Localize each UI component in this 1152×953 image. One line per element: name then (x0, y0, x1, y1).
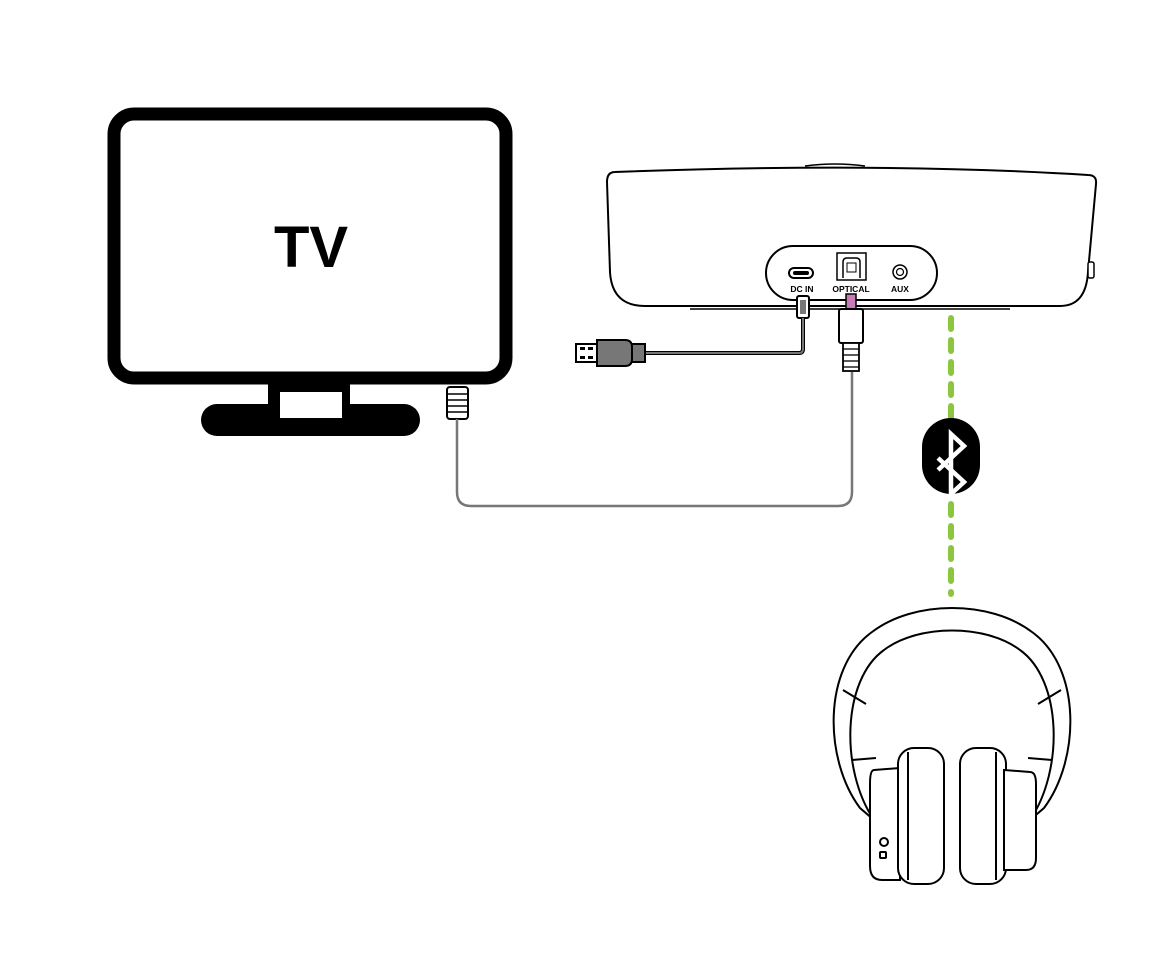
port-label-optical: OPTICAL (832, 284, 869, 294)
side-button (1087, 261, 1095, 279)
right-earcup (1003, 768, 1037, 871)
right-ear-pad (959, 747, 1007, 885)
usb-power-cable (645, 318, 805, 355)
dc-in-port (788, 267, 814, 279)
transmitter-body (605, 166, 1098, 307)
left-ear-pad (897, 747, 945, 885)
transmitter: DC IN OPTICAL AUX (605, 163, 1098, 310)
tv-stand-window (280, 392, 342, 418)
tv-stand (201, 404, 420, 436)
bluetooth-icon (922, 418, 980, 500)
tv-label: TV (274, 215, 348, 280)
tv: TV (107, 107, 513, 436)
optical-cable (455, 372, 854, 508)
dc-in-plug (796, 295, 810, 319)
left-earcup (869, 766, 901, 881)
tv-optical-plug (446, 386, 469, 420)
port-label-dc-in: DC IN (790, 284, 813, 294)
usb-plug-icon (575, 339, 646, 367)
port-label-aux: AUX (891, 284, 909, 294)
aux-port (892, 264, 908, 280)
transmitter-optical-plug (838, 293, 864, 372)
optical-port (836, 252, 867, 281)
tv-screen (107, 107, 513, 385)
headphones-icon (832, 607, 1072, 885)
